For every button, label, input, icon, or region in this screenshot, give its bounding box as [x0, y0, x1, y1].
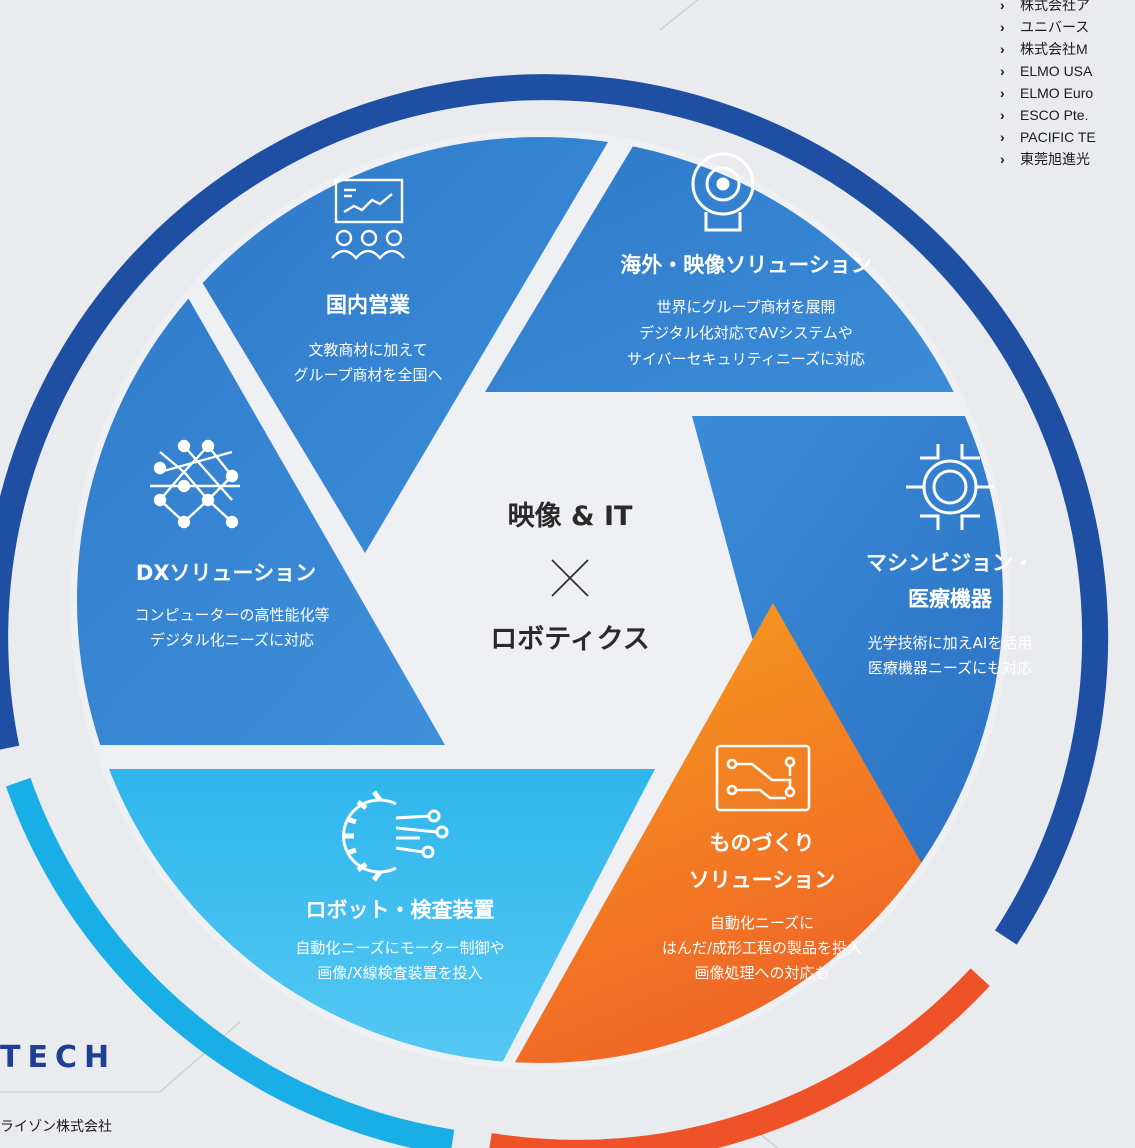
times-icon: [551, 559, 589, 597]
list-item-label: ELMO Euro: [1020, 85, 1094, 101]
dx-texts: DXソリューション コンピューターの高性能化等 デジタル化ニーズに対応: [134, 561, 329, 649]
list-item-label: ユニバース: [1020, 19, 1090, 35]
target-lens-icon: [906, 444, 994, 530]
inner-separator-ring: [73, 133, 1007, 1067]
domestic-title: 国内営業: [326, 293, 411, 317]
dx-title: DXソリューション: [136, 561, 316, 585]
segment-domestic: [190, 135, 640, 553]
monozukuri-texts: ものづくり ソリューション 自動化ニーズに はんだ/成形工程の製品を投入 画像処…: [662, 831, 862, 982]
list-item-label: ESCO Pte.: [1020, 107, 1089, 123]
outer-ring: [0, 74, 1109, 1148]
robot-desc-line: 自動化ニーズにモーター制御や: [295, 939, 504, 957]
overseas-title: 海外・映像ソリューション: [620, 253, 872, 277]
center-line-video-it: 映像 & IT: [508, 501, 633, 532]
monozukuri-desc-line: 自動化ニーズに: [710, 914, 814, 932]
list-item-label: 株式会社M: [1020, 41, 1088, 57]
list-item[interactable]: › 東莞旭進光: [1000, 148, 1135, 170]
list-item[interactable]: › 株式会社M: [1000, 38, 1135, 60]
list-item-label: 株式会社ア: [1020, 0, 1090, 13]
overseas-texts: 海外・映像ソリューション 世界にグループ商材を展開 デジタル化対応でAVシステム…: [620, 253, 872, 368]
robot-texts: ロボット・検査装置 自動化ニーズにモーター制御や 画像/X線検査装置を投入: [295, 898, 504, 982]
vision-desc-line: 医療機器ニーズにも対応: [868, 659, 1032, 677]
ring-sky-arc: [5, 777, 455, 1148]
center-label: 映像 & IT ロボティクス: [490, 501, 650, 655]
monozukuri-title-line: ソリューション: [689, 868, 836, 892]
circuit-board-icon: [715, 744, 811, 812]
segment-vision: [692, 416, 1005, 1065]
chevron-right-icon: ›: [1000, 107, 1005, 123]
list-item[interactable]: › ELMO Euro: [1000, 82, 1135, 104]
chevron-right-icon: ›: [1000, 85, 1005, 101]
company-name: ライゾン株式会社: [0, 1119, 112, 1135]
webcam-icon: [691, 152, 755, 232]
monozukuri-desc-line: 画像処理への対応も: [694, 964, 829, 982]
overseas-desc-line: サイバーセキュリティニーズに対応: [627, 350, 865, 368]
chevron-right-icon: ›: [1000, 151, 1005, 167]
robot-desc-line: 画像/X線検査装置を投入: [317, 964, 482, 982]
list-item[interactable]: › ESCO Pte.: [1000, 104, 1135, 126]
vision-desc-line: 光学技術に加えAIを活用: [868, 634, 1033, 652]
ring-navy-arc: [0, 74, 1109, 945]
monozukuri-title-line: ものづくり: [710, 831, 815, 855]
list-item-label: PACIFIC TE: [1020, 129, 1096, 145]
monozukuri-desc-line: はんだ/成形工程の製品を投入: [662, 939, 862, 957]
ring-redorange-arc: [489, 968, 990, 1148]
chevron-right-icon: ›: [1000, 0, 1005, 13]
network-graph-icon: [150, 439, 240, 529]
center-line-robotics: ロボティクス: [490, 624, 650, 655]
meeting-presentation-icon: [331, 178, 405, 260]
chevron-right-icon: ›: [1000, 41, 1005, 57]
overseas-desc-line: 世界にグループ商材を展開: [656, 298, 835, 316]
list-item-label: ELMO USA: [1020, 63, 1093, 79]
group-company-list: › 株式会社ア › ユニバース › 株式会社M › ELMO USA › ELMO Eur…: [1000, 0, 1135, 170]
domestic-desc-line: 文教商材に加えて: [308, 341, 427, 359]
domestic-desc-line: グループ商材を全国へ: [293, 366, 442, 384]
list-item[interactable]: › ELMO USA: [1000, 60, 1135, 82]
vision-texts: マシンビジョン・ 医療機器 光学技術に加えAIを活用 医療機器ニーズにも対応: [866, 551, 1034, 677]
vision-title-line: マシンビジョン・: [866, 551, 1034, 575]
vision-title-line: 医療機器: [908, 587, 993, 611]
domestic-texts: 国内営業 文教商材に加えて グループ商材を全国へ: [293, 293, 442, 384]
dx-desc-line: コンピューターの高性能化等: [134, 606, 329, 624]
brand-logo-text: TECH: [0, 1040, 117, 1075]
overseas-desc-line: デジタル化対応でAVシステムや: [639, 324, 853, 342]
dx-desc-line: デジタル化ニーズに対応: [150, 631, 314, 649]
list-item[interactable]: › ユニバース: [1000, 16, 1135, 38]
list-item-label: 東莞旭進光: [1020, 151, 1090, 167]
robot-title: ロボット・検査装置: [306, 898, 495, 922]
chevron-right-icon: ›: [1000, 129, 1005, 145]
gear-network-icon: [342, 790, 449, 882]
chevron-right-icon: ›: [1000, 19, 1005, 35]
chevron-right-icon: ›: [1000, 63, 1005, 79]
list-item[interactable]: › 株式会社ア: [1000, 0, 1135, 16]
list-item[interactable]: › PACIFIC TE: [1000, 126, 1135, 148]
